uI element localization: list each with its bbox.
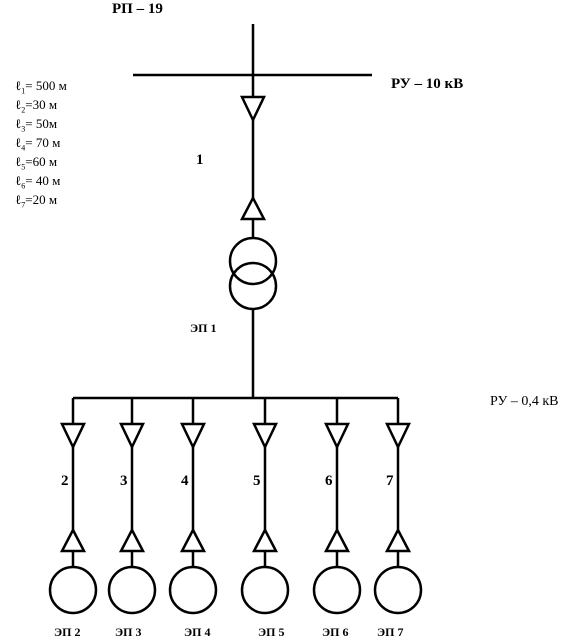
feeder-7-down-arrow [385,422,411,450]
length-subscript: 4 [21,143,26,153]
line-length-6: ℓ6= 40 м [15,174,60,191]
length-symbol: ℓ [15,154,22,169]
feeder-number: 5 [253,473,261,489]
transformer-winding-hv [228,236,278,286]
line-length-2: ℓ2=30 м [15,98,57,115]
feeder-5-up-arrow [251,527,279,553]
load-2-circle [48,565,98,615]
feeder-3-down-arrow [119,422,145,450]
length-symbol: ℓ [15,78,22,93]
load-7-circle [373,565,423,615]
rp-label: РП – 19 [112,1,163,17]
length-symbol: ℓ [15,192,22,207]
feeder-number: 7 [386,473,394,489]
feeder-5-down-arrow [252,422,278,450]
line-length-4: ℓ4= 70 м [15,136,60,153]
feeder-number: 3 [120,473,128,489]
length-subscript: 2 [21,105,26,115]
feeder-6-down-arrow [324,422,350,450]
length-value: = 50м [25,116,58,131]
line-1-up-arrow [239,195,267,221]
load-3-circle [107,565,157,615]
length-symbol: ℓ [15,135,22,150]
length-value: = 40 м [25,173,61,188]
line-length-5: ℓ5=60 м [15,155,57,172]
length-subscript: 7 [21,200,26,210]
feeder-2-down-arrow [60,422,86,450]
length-value: = 500 м [25,78,67,93]
length-subscript: 6 [21,181,26,191]
length-value: = 70 м [25,135,61,150]
length-value: =20 м [25,192,58,207]
length-symbol: ℓ [15,116,22,131]
feeder-4-down-arrow [180,422,206,450]
feeder-7-up-arrow [384,527,412,553]
line-1-number: 1 [196,152,204,168]
length-subscript: 3 [21,124,26,134]
load-label: ЭП 6 [322,625,349,639]
feeder-3-up-arrow [118,527,146,553]
load-6-circle [312,565,362,615]
load-label: ЭП 7 [377,625,404,639]
load-label: ЭП 2 [54,625,81,639]
feeder-number: 4 [181,473,189,489]
load-label: ЭП 3 [115,625,142,639]
line-length-7: ℓ7=20 м [15,193,57,210]
load-label: ЭП 4 [184,625,211,639]
length-symbol: ℓ [15,97,22,112]
load-5-circle [240,565,290,615]
feeder-number: 6 [325,473,333,489]
line-length-3: ℓ3= 50м [15,117,57,134]
length-value: =30 м [25,97,58,112]
line-1-down-arrow [240,95,266,123]
feeder-6-up-arrow [323,527,351,553]
feeder-number: 2 [61,473,69,489]
load-4-circle [168,565,218,615]
feeder-4-up-arrow [179,527,207,553]
length-subscript: 1 [21,86,26,96]
feeder-2-up-arrow [59,527,87,553]
line-length-1: ℓ1= 500 м [15,79,67,96]
length-symbol: ℓ [15,173,22,188]
load-label: ЭП 5 [258,625,285,639]
length-subscript: 5 [21,162,26,172]
bus-04kv-label: РУ – 0,4 кВ [490,394,559,409]
transformer-label: ЭП 1 [190,321,217,335]
transformer-winding-lv [228,261,278,311]
length-value: =60 м [25,154,58,169]
bus-10kv-label: РУ – 10 кВ [391,76,464,92]
